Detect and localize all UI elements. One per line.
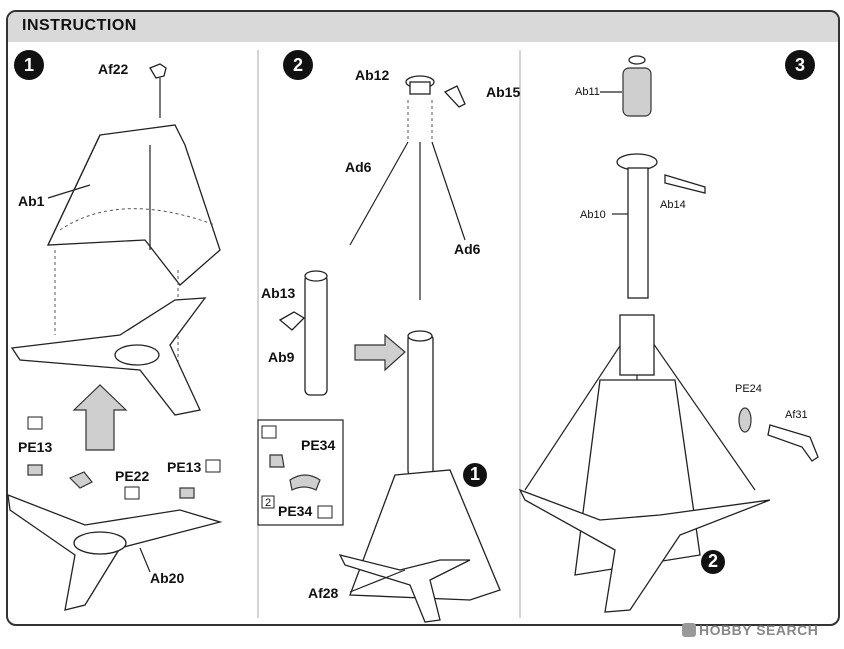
label-ab1: Ab1 bbox=[18, 193, 45, 209]
ab9-top bbox=[304, 270, 328, 282]
pe34-bent-part bbox=[289, 474, 321, 491]
pe34-icon-bottom bbox=[317, 505, 333, 519]
step-number-3: 3 bbox=[795, 55, 805, 75]
label-ab14: Ab14 bbox=[660, 199, 686, 211]
column-base-step3 bbox=[619, 314, 655, 376]
step-badge-3 bbox=[785, 50, 815, 80]
base-assembled-top bbox=[10, 297, 207, 416]
pe-icon-right bbox=[205, 459, 221, 473]
pe13-left-part bbox=[27, 464, 43, 476]
label-ab15: Ab15 bbox=[486, 84, 520, 100]
af22-part bbox=[149, 63, 167, 79]
pe13-right-part bbox=[179, 487, 195, 499]
label-af22: Af22 bbox=[98, 61, 129, 77]
assembly-arrow-right bbox=[354, 333, 406, 372]
column-top bbox=[407, 330, 433, 342]
pe24-part bbox=[738, 407, 752, 433]
ab9-tube bbox=[304, 274, 328, 396]
step-badge-1 bbox=[14, 50, 44, 80]
ab14-handle bbox=[664, 174, 706, 194]
ad6-leg-left bbox=[349, 141, 409, 246]
ab10-tube bbox=[627, 167, 649, 299]
label-ab11: Ab11 bbox=[575, 86, 600, 98]
af28-leader bbox=[349, 569, 406, 593]
assembly-arrow-up bbox=[72, 384, 128, 451]
label-pe13-left: PE13 bbox=[18, 439, 52, 455]
ab20-leader bbox=[139, 547, 151, 573]
pe-icon-left bbox=[27, 416, 43, 430]
watermark: HOBBY SEARCH bbox=[682, 622, 818, 638]
ab1-cone bbox=[46, 124, 221, 286]
tripod-leg-left bbox=[524, 319, 638, 491]
ab15-handle bbox=[443, 85, 466, 108]
ref-step-2: 2 bbox=[708, 551, 718, 571]
ab11-body bbox=[622, 67, 652, 117]
ad6-leg-right bbox=[431, 141, 466, 241]
bend-icon bbox=[261, 495, 275, 509]
pe-icon-center bbox=[124, 486, 140, 500]
label-af31: Af31 bbox=[785, 409, 808, 421]
tripod-leg-right bbox=[636, 319, 756, 491]
header-bar: INSTRUCTION bbox=[8, 12, 838, 42]
label-ab12: Ab12 bbox=[355, 67, 389, 83]
pe22-part bbox=[68, 471, 93, 489]
base-step3 bbox=[518, 488, 771, 613]
watermark-text: HOBBY SEARCH bbox=[699, 622, 819, 638]
pe34-icon-top bbox=[261, 425, 277, 439]
step-3: 3 Ab11 Ab10 Ab14 PE24 Af31 2 bbox=[518, 50, 819, 613]
label-af28: Af28 bbox=[308, 585, 339, 601]
pe34-flat-part bbox=[269, 454, 285, 468]
label-pe24: PE24 bbox=[735, 383, 762, 395]
step-number-2: 2 bbox=[293, 55, 303, 75]
watermark-logo-icon bbox=[682, 623, 696, 637]
label-ab10: Ab10 bbox=[580, 209, 606, 221]
step-badge-2 bbox=[283, 50, 313, 80]
label-pe34-bottom: PE34 bbox=[278, 503, 312, 519]
ref-badge-1 bbox=[463, 463, 487, 487]
label-ab20: Ab20 bbox=[150, 570, 184, 586]
label-ad6-right: Ad6 bbox=[454, 241, 481, 257]
base-step2 bbox=[338, 554, 471, 623]
bend-step-number: 2 bbox=[265, 497, 271, 509]
step-1: 1 Af22 Ab1 PE13 PE22 PE13 bbox=[7, 50, 223, 611]
ref-badge-2 bbox=[701, 550, 725, 574]
page-title: INSTRUCTION bbox=[22, 17, 137, 34]
label-ab9: Ab9 bbox=[268, 349, 295, 365]
label-ab13: Ab13 bbox=[261, 285, 295, 301]
ab1-hidden-edge bbox=[59, 208, 216, 231]
base-hub-top bbox=[114, 344, 160, 366]
label-ad6-left: Ad6 bbox=[345, 159, 372, 175]
label-pe13-right: PE13 bbox=[167, 459, 201, 475]
af31-crank bbox=[767, 424, 819, 462]
ab13-knob bbox=[278, 311, 306, 331]
step-number-1: 1 bbox=[24, 55, 34, 75]
ab1-leader bbox=[47, 184, 91, 199]
ab20-hub bbox=[73, 531, 127, 555]
ab12-body bbox=[409, 81, 431, 95]
step-2: 2 Ab12 Ab15 Ad6 Ad6 Ab13 Ab9 PE34 bbox=[257, 50, 520, 623]
label-pe22: PE22 bbox=[115, 468, 149, 484]
label-pe34-top: PE34 bbox=[301, 437, 335, 453]
ab11-top bbox=[628, 55, 646, 65]
ref-step-1: 1 bbox=[470, 464, 480, 484]
column-tube bbox=[407, 334, 434, 476]
